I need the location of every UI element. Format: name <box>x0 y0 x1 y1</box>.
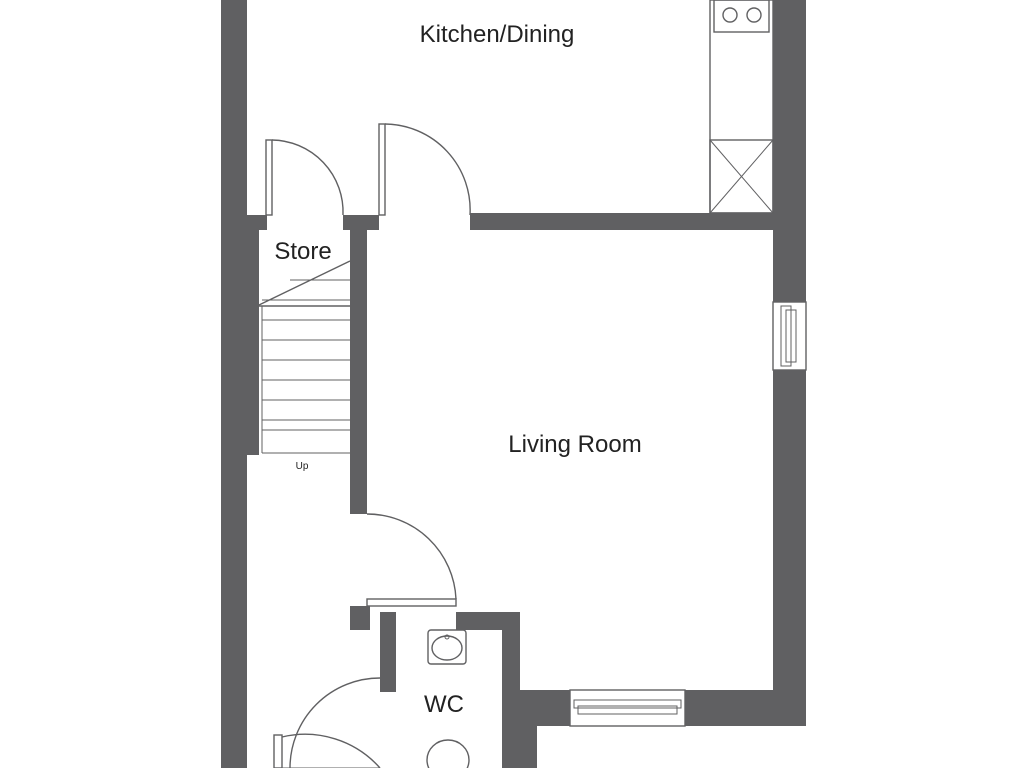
wc-right-wall <box>502 612 520 768</box>
store-label: Store <box>274 238 331 265</box>
kitchen-dining-label: Kitchen/Dining <box>420 21 575 48</box>
staircase <box>258 260 351 454</box>
living-room-door <box>378 123 471 216</box>
hall-door <box>366 513 457 607</box>
kitchen-partition-stub-mid <box>343 215 379 230</box>
store-door <box>265 139 344 216</box>
wc-bottom-wall <box>520 726 537 768</box>
wc-left-wall <box>380 612 396 692</box>
left-outer-wall <box>221 0 247 768</box>
hall-living-partition <box>350 230 367 514</box>
window-living-room-bottom <box>569 689 686 727</box>
stairs-up-label: Up <box>296 461 309 472</box>
wc-label: WC <box>424 691 464 718</box>
store-left-wall <box>247 215 259 455</box>
living-bottom-wall-left <box>520 690 570 726</box>
toilet-icon <box>426 739 470 768</box>
window-living-room-right <box>772 301 807 371</box>
wc-top-wall-left <box>350 606 370 630</box>
appliance-icon <box>709 139 774 214</box>
right-outer-wall-lower <box>773 370 806 726</box>
living-room-label: Living Room <box>508 431 641 458</box>
walls <box>221 0 806 768</box>
front-door <box>273 733 381 768</box>
kitchen-living-partition <box>470 213 773 230</box>
living-bottom-wall-right <box>685 690 806 726</box>
wc-door <box>289 677 381 768</box>
kitchen-partition-stub-left <box>247 215 267 230</box>
right-outer-wall-upper <box>773 0 806 302</box>
basin-icon <box>427 629 467 665</box>
hob-icon <box>713 0 770 33</box>
